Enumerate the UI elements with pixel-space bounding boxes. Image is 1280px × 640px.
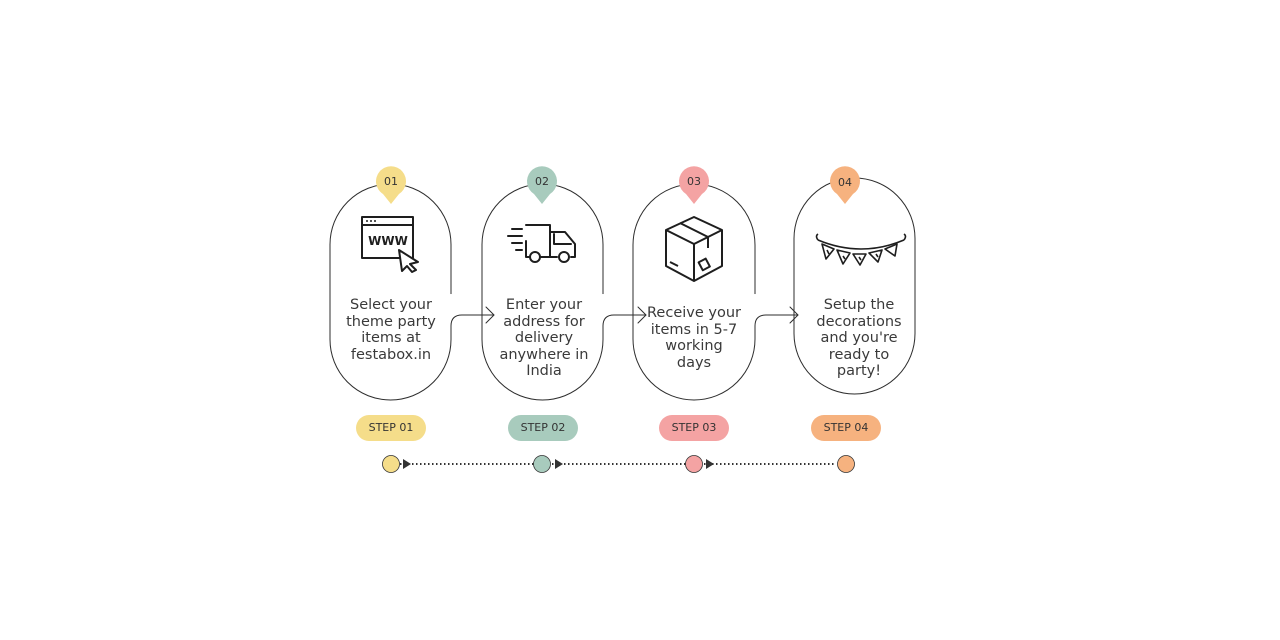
timeline-arrow-2 (555, 459, 563, 469)
caption-line: working (665, 338, 723, 354)
package-box-icon (665, 216, 723, 282)
caption-line: delivery (514, 330, 574, 346)
caption-line: and you're (820, 330, 898, 346)
step-1-badge: STEP 01 (356, 415, 426, 441)
connector-arrow-3 (753, 294, 799, 333)
caption-line: decorations (816, 313, 902, 330)
step-3-number: 03 (687, 175, 701, 188)
timeline-dot-4 (837, 455, 855, 473)
step-3-badge: STEP 03 (659, 415, 729, 441)
timeline-dot-1 (382, 455, 400, 473)
timeline-arrow-1 (403, 459, 411, 469)
caption-line: days (676, 354, 712, 371)
delivery-truck-icon (507, 224, 576, 263)
www-text: WWW (368, 234, 408, 248)
website-cursor-icon: WWW (361, 216, 419, 273)
caption-line: Select your (350, 297, 432, 313)
step-4-number: 04 (838, 176, 852, 189)
step-3-pin (679, 166, 709, 204)
step-1-pin (376, 166, 406, 204)
step-2-number: 02 (535, 175, 549, 188)
caption-line: items at (361, 330, 421, 346)
caption-line: anywhere in (499, 346, 589, 363)
connector-arrow-2 (601, 294, 647, 333)
caption-line: festabox.in (350, 346, 432, 363)
caption-line: address for (503, 313, 585, 330)
step-2-pin (527, 166, 557, 204)
step-4-badge: STEP 04 (811, 415, 881, 441)
timeline-arrow-3 (706, 459, 714, 469)
bunting-flags-icon (815, 233, 907, 266)
step-1-number: 01 (384, 175, 398, 188)
caption-line: items in 5-7 (650, 321, 738, 338)
caption-line: Receive your (647, 305, 741, 321)
step-4-pin (830, 166, 860, 204)
caption-line: Setup the (823, 297, 895, 313)
caption-line: ready to party! (828, 346, 890, 380)
timeline (382, 455, 855, 473)
connector-arrow-1 (449, 294, 495, 333)
caption-line: India (526, 363, 562, 379)
timeline-dot-3 (685, 455, 703, 473)
timeline-dot-2 (533, 455, 551, 473)
caption-line: theme party (346, 313, 436, 330)
step-2-badge: STEP 02 (508, 415, 578, 441)
caption-line: Enter your (505, 297, 583, 313)
